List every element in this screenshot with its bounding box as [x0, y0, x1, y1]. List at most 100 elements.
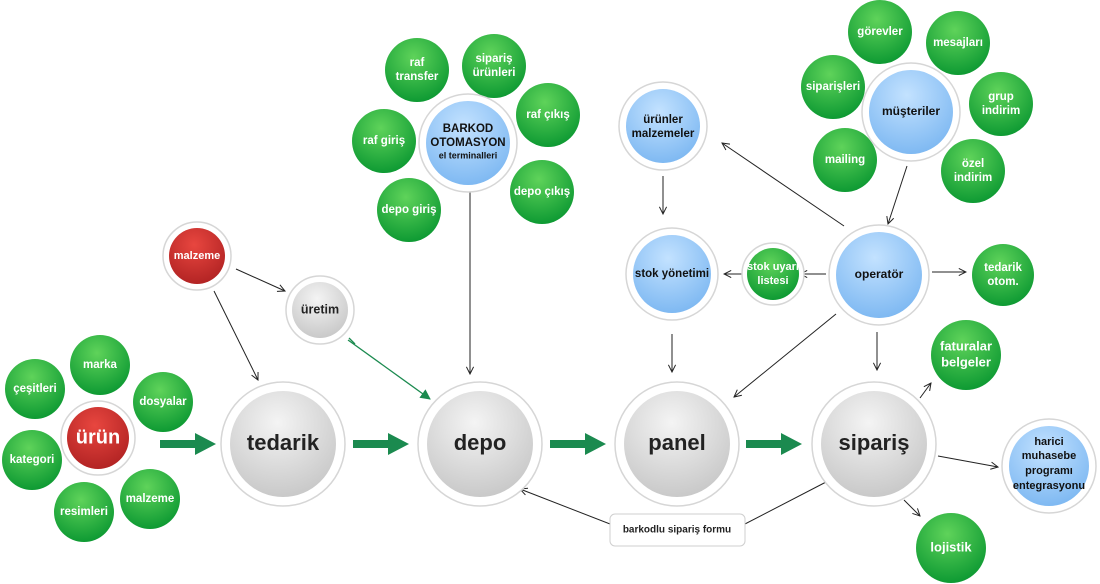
grup-indirim-label-2: indirim — [982, 105, 1020, 117]
barkod-hub-label-1: BARKOD — [443, 123, 493, 135]
tedarik-otom-node[interactable]: tedarik otom. — [972, 244, 1034, 306]
musteriler-hub-node[interactable]: müşteriler — [861, 62, 961, 162]
tedarik-node[interactable]: tedarik — [220, 381, 346, 507]
arrow-operator-to-urunler — [722, 143, 845, 227]
flow-arrow-panel-siparis — [746, 433, 802, 455]
harici-label-4: entegrasyonu — [1013, 480, 1085, 492]
urunler-malzemeler-node[interactable]: ürünler malzemeler — [618, 81, 708, 171]
siparis-urunleri-label-1: sipariş — [475, 53, 512, 65]
raf-giris-node[interactable]: raf giriş — [352, 109, 416, 173]
gorevler-label: görevler — [857, 26, 903, 38]
arrow-siparis-to-faturalar — [919, 383, 931, 399]
malzeme-label: malzeme — [174, 250, 220, 262]
main-flow-arrows — [160, 433, 802, 455]
dosyalar-node[interactable]: dosyalar — [133, 372, 193, 432]
barkod-hub-label-2: OTOMASYON — [430, 137, 505, 149]
siparis-urunleri-node[interactable]: sipariş ürünleri — [462, 34, 526, 98]
siparis-label: sipariş — [839, 430, 910, 455]
resimleri-node[interactable]: resimleri — [54, 482, 114, 542]
lojistik-node[interactable]: lojistik — [916, 513, 986, 583]
faturalar-node[interactable]: faturalar belgeler — [931, 320, 1001, 390]
raf-cikis-label: raf çıkış — [526, 109, 569, 121]
arrow-operator-to-panel — [734, 313, 837, 397]
arrow-uretim-tick — [348, 337, 356, 345]
malzeme-attr-label: malzeme — [126, 493, 175, 505]
customers-cluster: görevler mesajları siparişleri grup indi… — [801, 0, 1033, 203]
faturalar-label-2: belgeler — [941, 354, 991, 369]
urunler-label-2: malzemeler — [632, 128, 695, 140]
siparis-urunleri-label-2: ürünleri — [473, 67, 516, 79]
depo-cikis-node[interactable]: depo çıkış — [510, 160, 574, 224]
barkod-hub-label-3: el terminalleri — [439, 150, 498, 160]
main-flow-nodes: tedarik depo panel sipariş — [220, 381, 937, 507]
raf-transfer-label-2: transfer — [396, 71, 439, 83]
arrow-musteriler-to-operator — [888, 165, 908, 224]
depo-label: depo — [454, 430, 507, 455]
depo-cikis-label: depo çıkış — [514, 186, 570, 198]
depo-giris-node[interactable]: depo giriş — [377, 178, 441, 242]
malzeme-node[interactable]: malzeme — [162, 221, 232, 291]
arrow-siparis-to-harici — [937, 455, 998, 467]
mailing-node[interactable]: mailing — [813, 128, 877, 192]
mesajlari-node[interactable]: mesajları — [926, 11, 990, 75]
harici-muhasebe-node[interactable]: harici muhasebe programı entegrasyonu — [1001, 418, 1097, 514]
siparis-node[interactable]: sipariş — [811, 381, 937, 507]
musteriler-label: müşteriler — [882, 104, 940, 118]
siparisleri-label: siparişleri — [806, 81, 860, 93]
tedarik-otom-label-1: tedarik — [984, 262, 1022, 274]
kategori-label: kategori — [10, 454, 55, 466]
operator-label: operatör — [855, 267, 904, 281]
panel-node[interactable]: panel — [614, 381, 740, 507]
mesajlari-label: mesajları — [933, 37, 983, 49]
faturalar-label-1: faturalar — [940, 338, 992, 353]
raf-cikis-node[interactable]: raf çıkış — [516, 83, 580, 147]
stok-yonetimi-label: stok yönetimi — [635, 268, 709, 280]
kategori-node[interactable]: kategori — [2, 430, 62, 490]
dosyalar-label: dosyalar — [139, 396, 187, 408]
cesitleri-node[interactable]: çeşitleri — [5, 359, 65, 419]
barkod-hub-node[interactable]: BARKOD OTOMASYON el terminalleri — [418, 93, 518, 193]
tedarik-label: tedarik — [247, 430, 320, 455]
flow-arrow-urun-tedarik — [160, 433, 216, 455]
marka-node[interactable]: marka — [70, 335, 130, 395]
siparisleri-node[interactable]: siparişleri — [801, 55, 865, 119]
stok-uyari-label-1: stok uyarı — [747, 261, 799, 273]
barcode-cluster: raf transfer sipariş ürünleri raf çıkış … — [352, 34, 580, 242]
arrow-siparis-to-lojistik — [903, 499, 920, 516]
raf-transfer-label-1: raf — [410, 57, 425, 69]
urun-node[interactable]: ürün — [60, 400, 136, 476]
raf-transfer-node[interactable]: raf transfer — [385, 38, 449, 102]
panel-label: panel — [648, 430, 705, 455]
operator-node[interactable]: operatör — [828, 224, 930, 326]
barcode-form-box[interactable]: barkodlu sipariş formu — [609, 513, 746, 547]
harici-label-2: muhasebe — [1022, 450, 1076, 462]
ozel-indirim-label-1: özel — [962, 158, 984, 170]
grup-indirim-node[interactable]: grup indirim — [969, 72, 1033, 136]
arrow-malzeme-to-tedarik — [213, 290, 258, 380]
stok-uyari-label-2: listesi — [757, 275, 788, 287]
flow-arrow-depo-panel — [550, 433, 606, 455]
lojistik-label: lojistik — [930, 539, 972, 554]
ozel-indirim-label-2: indirim — [954, 172, 992, 184]
harici-label-1: harici — [1034, 436, 1063, 448]
stok-uyari-node[interactable]: stok uyarı listesi — [741, 242, 805, 306]
flow-arrow-tedarik-depo — [353, 433, 409, 455]
cesitleri-label: çeşitleri — [13, 383, 56, 395]
stok-yonetimi-node[interactable]: stok yönetimi — [625, 227, 719, 321]
urun-cluster: marka çeşitleri dosyalar kategori resiml… — [2, 335, 193, 542]
ozel-indirim-node[interactable]: özel indirim — [941, 139, 1005, 203]
depo-node[interactable]: depo — [417, 381, 543, 507]
arrow-uretim-to-depo — [347, 339, 431, 400]
resimleri-label: resimleri — [60, 506, 108, 518]
urun-label: ürün — [76, 426, 120, 448]
mailing-label: mailing — [825, 154, 865, 166]
gorevler-node[interactable]: görevler — [848, 0, 912, 64]
grup-indirim-label-1: grup — [988, 91, 1014, 103]
tedarik-otom-label-2: otom. — [987, 276, 1018, 288]
depo-giris-label: depo giriş — [382, 204, 437, 216]
malzeme-attr-node[interactable]: malzeme — [120, 469, 180, 529]
harici-label-3: programı — [1025, 465, 1073, 477]
arrow-malzeme-to-uretim — [235, 268, 285, 291]
uretim-node[interactable]: üretim — [285, 275, 355, 345]
uretim-label: üretim — [301, 302, 339, 316]
